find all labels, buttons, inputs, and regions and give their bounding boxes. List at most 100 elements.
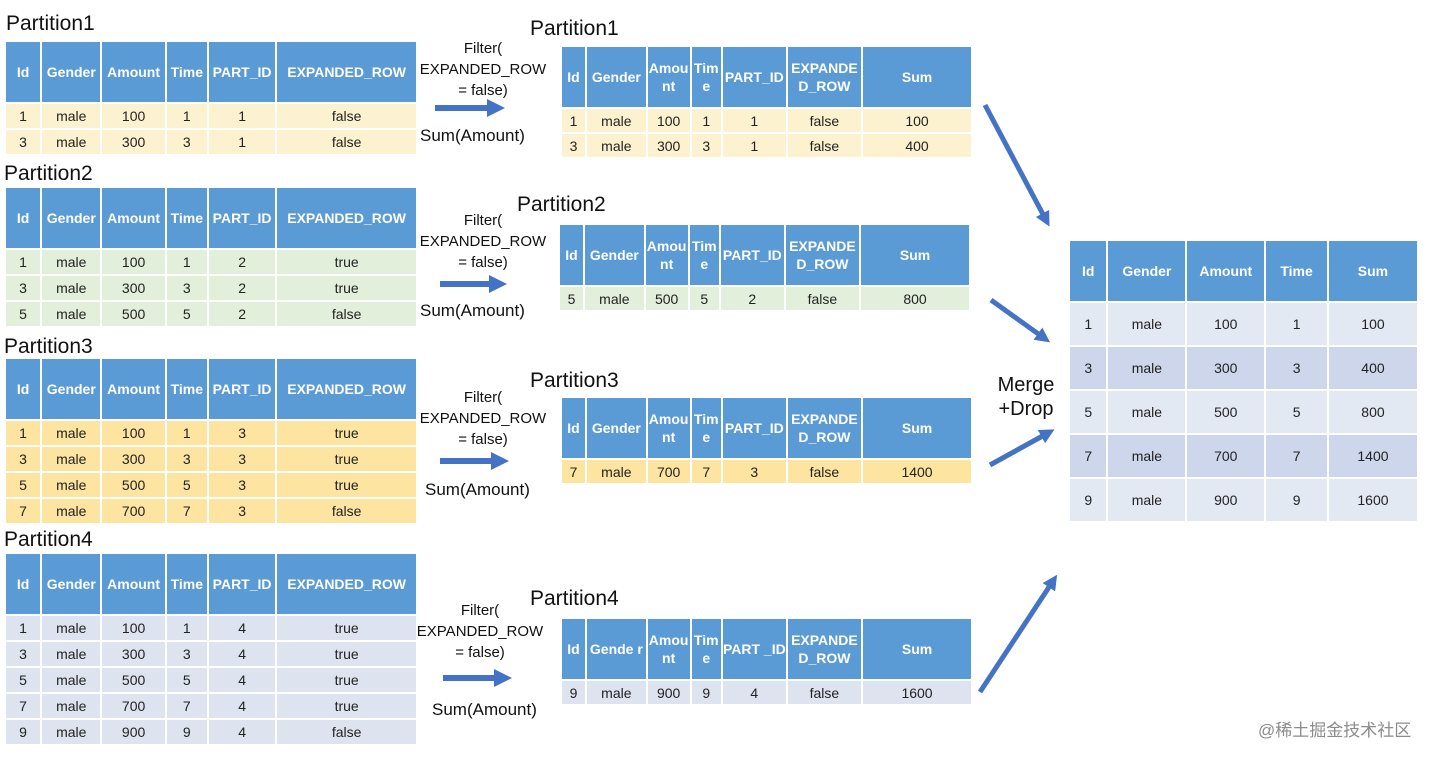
cell: 300 xyxy=(102,130,165,154)
cell: 3 xyxy=(1070,347,1107,389)
filter-label-4: Filter( EXPANDED_ROW = false) xyxy=(410,600,550,663)
cell: 3 xyxy=(6,276,41,300)
cell: 5 xyxy=(1266,391,1327,433)
cell: 500 xyxy=(102,473,165,497)
col-id: Id xyxy=(562,47,586,107)
cell: true xyxy=(277,694,416,718)
cell: male xyxy=(42,302,101,326)
col-time: Time xyxy=(691,47,721,107)
cell: 4 xyxy=(208,694,276,718)
merge-label-line: Merge xyxy=(997,374,1055,396)
cell: 4 xyxy=(208,720,276,744)
col-gender: Gender xyxy=(42,42,101,102)
cell: 4 xyxy=(208,642,276,666)
cell: 3 xyxy=(6,447,41,471)
col-amount: Amount xyxy=(647,398,690,458)
col-time: Time xyxy=(691,398,721,458)
cell: 3 xyxy=(208,447,276,471)
cell: male xyxy=(587,681,646,704)
merge-arrow-2 xyxy=(989,297,1051,343)
cell: 5 xyxy=(1070,391,1107,433)
col-amount: Amount xyxy=(102,359,165,419)
col-id: Id xyxy=(6,359,41,419)
cell: 3 xyxy=(208,499,276,523)
input-partition1-table: Id Gender Amount Time PART_ID EXPANDED_R… xyxy=(4,40,418,156)
merge-arrow-4 xyxy=(977,574,1058,694)
col-amount: Amount xyxy=(1187,241,1265,301)
cell: 100 xyxy=(1328,303,1417,345)
cell: 800 xyxy=(1328,391,1417,433)
cell: 100 xyxy=(102,421,165,445)
cell: male xyxy=(587,109,646,132)
filter-line: = false) xyxy=(455,644,505,661)
cell: 100 xyxy=(102,616,165,640)
cell: 500 xyxy=(645,287,688,310)
cell: male xyxy=(587,134,646,157)
cell: 400 xyxy=(863,134,971,157)
cell: 5 xyxy=(6,668,41,692)
cell: 3 xyxy=(208,421,276,445)
col-gender: Gender xyxy=(42,359,101,419)
cell: 900 xyxy=(1187,479,1265,521)
cell: 1 xyxy=(166,104,207,128)
filter-label-2: Filter( EXPANDED_ROW = false) xyxy=(413,210,553,273)
cell: 9 xyxy=(1070,479,1107,521)
cell: 9 xyxy=(562,681,586,704)
col-amount: Amount xyxy=(647,619,690,679)
input-partition1-title: Partition1 xyxy=(6,12,95,35)
col-expanded-row: EXPANDED_ROW xyxy=(785,225,860,285)
cell: false xyxy=(277,499,416,523)
cell: 300 xyxy=(102,276,165,300)
col-amount: Amount xyxy=(102,42,165,102)
cell: male xyxy=(1108,347,1186,389)
cell: 3 xyxy=(166,642,207,666)
col-time: Time xyxy=(691,619,721,679)
filter-label-3: Filter( EXPANDED_ROW = false) xyxy=(413,387,553,450)
cell: male xyxy=(42,421,101,445)
cell: male xyxy=(42,250,101,274)
cell: 3 xyxy=(691,134,721,157)
cell: 2 xyxy=(208,276,276,300)
cell: false xyxy=(787,460,862,483)
col-amount: Amount xyxy=(647,47,690,107)
cell: male xyxy=(42,720,101,744)
cell: 1 xyxy=(722,109,786,132)
watermark: @稀土掘金技术社区 xyxy=(1258,721,1412,740)
cell: false xyxy=(277,720,416,744)
col-expanded-row: EXPANDED_ROW xyxy=(277,359,416,419)
cell: male xyxy=(42,130,101,154)
cell: male xyxy=(42,104,101,128)
cell: 7 xyxy=(691,460,721,483)
col-amount: Amount xyxy=(645,225,688,285)
output-partition2-title: Partition2 xyxy=(517,193,606,216)
cell: true xyxy=(277,642,416,666)
cell: male xyxy=(42,447,101,471)
cell: 7 xyxy=(6,499,41,523)
merge-arrow-3 xyxy=(988,429,1055,468)
col-time: Time xyxy=(689,225,719,285)
cell: true xyxy=(277,616,416,640)
cell: false xyxy=(277,130,416,154)
merge-arrow-1 xyxy=(982,103,1050,227)
col-sum: Sum xyxy=(863,47,971,107)
input-partition2-table: Id Gender Amount Time PART_ID EXPANDED_R… xyxy=(4,186,418,328)
col-id: Id xyxy=(562,619,586,679)
cell: 1 xyxy=(1070,303,1107,345)
cell: 300 xyxy=(102,447,165,471)
col-time: Time xyxy=(166,42,207,102)
cell: 2 xyxy=(208,250,276,274)
cell: true xyxy=(277,668,416,692)
cell: male xyxy=(42,616,101,640)
cell: 1 xyxy=(6,421,41,445)
cell: 700 xyxy=(102,694,165,718)
cell: 2 xyxy=(208,302,276,326)
cell: 9 xyxy=(166,720,207,744)
cell: 1400 xyxy=(1328,435,1417,477)
cell: 300 xyxy=(102,642,165,666)
filter-line: = false) xyxy=(458,431,508,448)
